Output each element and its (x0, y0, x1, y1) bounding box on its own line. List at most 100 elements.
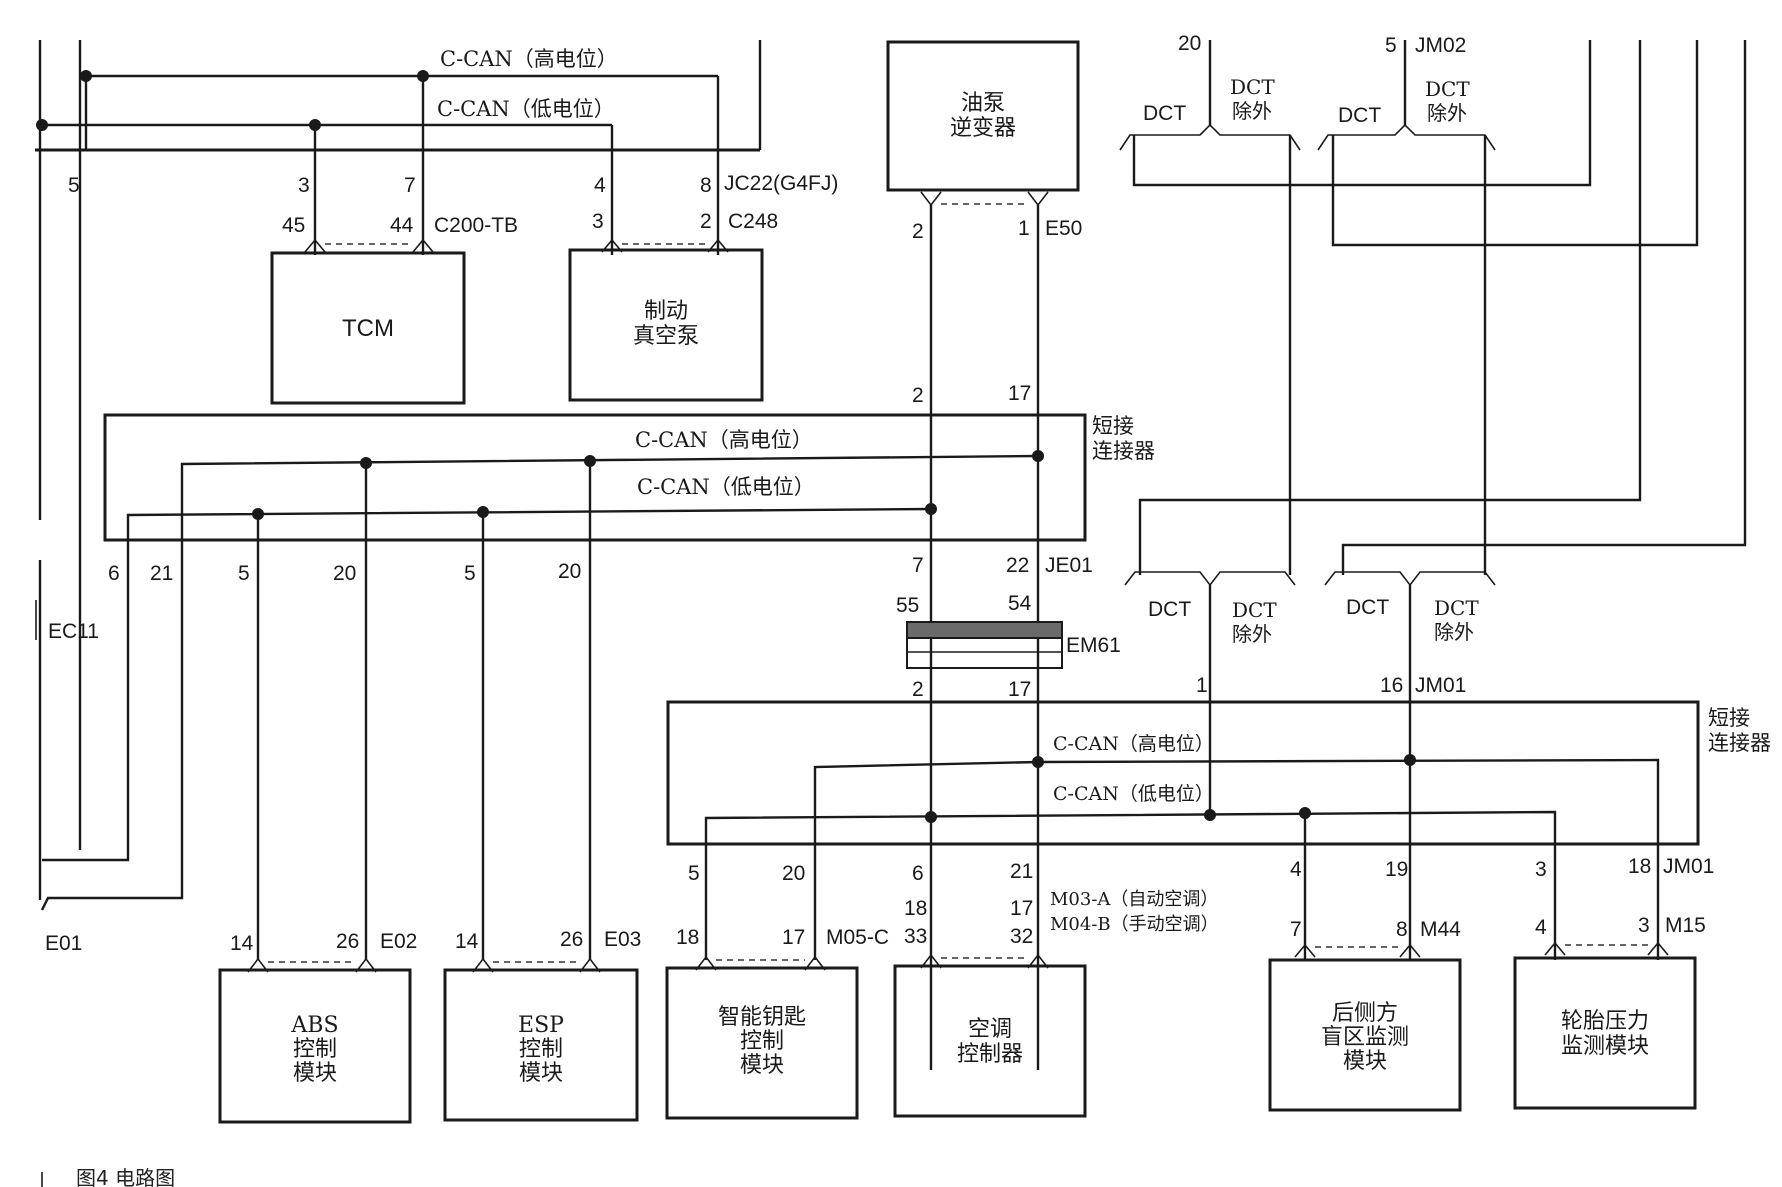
pin-label: 3 (1535, 858, 1547, 881)
dct-except-label-1: DCT (1232, 598, 1277, 622)
connector-e03: E03 (604, 928, 641, 951)
pin-label: 14 (455, 930, 479, 953)
right-route (1331, 40, 1699, 247)
pin-label: 2 (912, 384, 924, 407)
connector-em61: EM61 (1066, 634, 1121, 657)
dct-except-label-1: DCT (1434, 596, 1479, 620)
ac-pin-cap (920, 953, 942, 969)
upper-ccan-high-label: C-CAN（高电位） (635, 428, 813, 452)
pin-label: 18 (904, 897, 927, 920)
pin-label: 45 (282, 214, 305, 237)
dct-label: DCT (1143, 102, 1186, 125)
dct-except-label-2: 除外 (1232, 99, 1272, 123)
dct-label: DCT (1148, 598, 1191, 621)
top-ccan-low-label: C-CAN（低电位） (437, 97, 615, 121)
connector-m05c: M05-C (826, 926, 889, 949)
pin-label: 55 (896, 594, 919, 617)
oil-pump-label-1: 油泵 (961, 91, 1005, 116)
upper-ccan-low-label: C-CAN（低电位） (637, 475, 815, 499)
pin-label: 16 (1380, 674, 1403, 697)
dct-except-label-1: DCT (1230, 75, 1275, 99)
short-connector-label-2: 连接器 (1708, 731, 1771, 755)
dct-split (1317, 123, 1496, 151)
pin-label: 5 (238, 562, 250, 585)
ac-controller-module (893, 964, 1087, 1118)
vacuum-pin-cap (601, 238, 623, 253)
pin-label: 8 (1396, 918, 1408, 941)
oil-pump-pin-cap (920, 191, 942, 207)
right-route (1132, 40, 1592, 187)
key-pin-cap (804, 955, 826, 971)
tpms-pin-cap (1647, 941, 1669, 956)
em61-connector-body (906, 637, 1063, 669)
pin-label: 2 (912, 220, 924, 243)
bsd-pin-cap (1399, 943, 1421, 958)
pin-label: 14 (230, 932, 254, 955)
dct-split (1324, 571, 1496, 587)
upper-ccan-low-wire (126, 507, 932, 575)
junction-dot (925, 811, 937, 823)
e01-wire-a (42, 575, 130, 862)
ac-label-2: 控制器 (957, 1042, 1023, 1067)
smart-key-module (665, 966, 859, 1120)
vacuum-pump-module (568, 248, 764, 402)
pin-label: 18 (1628, 855, 1651, 878)
pin-label: 20 (782, 862, 805, 885)
connector-m03a: M03-A（自动空调） (1050, 889, 1218, 910)
connector-m44: M44 (1420, 918, 1461, 941)
short-connector-lower (666, 700, 1700, 846)
lower-ccan-high-label: C-CAN（高电位） (1053, 733, 1214, 755)
tcm-pin-cap (304, 238, 326, 253)
pin-label: 20 (558, 560, 581, 583)
tcm-module (270, 251, 466, 405)
smart-key-label-3: 模块 (740, 1053, 784, 1078)
tpms-label-2: 监测模块 (1561, 1034, 1649, 1059)
ac-label-1: 空调 (968, 1017, 1012, 1042)
connector-jm01-bottom: JM01 (1663, 855, 1714, 878)
pin-label: 20 (333, 562, 356, 585)
esp-label-2: 控制 (519, 1037, 563, 1062)
upper-ccan-high-wire (180, 454, 1039, 575)
pin-label: 18 (676, 926, 699, 949)
pin-label: 6 (912, 862, 924, 885)
vacuum-pump-label-2: 真空泵 (633, 324, 699, 349)
pin-label: 32 (1010, 925, 1033, 948)
bsd-label-2: 盲区监测 (1321, 1025, 1409, 1050)
pin-label: 3 (298, 174, 310, 197)
short-connector-label-1: 短接 (1708, 706, 1750, 730)
smart-key-label-2: 控制 (740, 1029, 784, 1054)
dct-label: DCT (1346, 596, 1389, 619)
pin-label: 20 (1178, 32, 1201, 55)
em61-connector (906, 621, 1063, 639)
junction-dot (36, 119, 48, 131)
lower-ccan-low-wire (704, 810, 1557, 960)
pin-label: 6 (108, 562, 120, 585)
pin-label: 17 (1008, 678, 1031, 701)
connector-m15: M15 (1665, 914, 1706, 937)
esp-module (443, 968, 639, 1122)
connector-je01: JE01 (1045, 554, 1093, 577)
dct-split (1119, 123, 1301, 151)
pin-label: 54 (1008, 592, 1032, 615)
esp-label-3: 模块 (519, 1061, 563, 1086)
junction-dot (1404, 754, 1416, 766)
pin-label: 4 (594, 174, 606, 197)
pin-label: 33 (904, 925, 927, 948)
right-route (1341, 40, 1747, 575)
pin-label: 44 (390, 214, 414, 237)
pin-label: 7 (404, 174, 416, 197)
pin-label: 5 (68, 174, 80, 197)
pin-label: 7 (912, 554, 924, 577)
pin-label: 4 (1290, 858, 1302, 881)
vacuum-pump-label-1: 制动 (644, 299, 688, 324)
dct-except-label-2: 除外 (1434, 620, 1474, 644)
junction-dot (80, 70, 92, 82)
right-route (1138, 40, 1642, 575)
pin-label: 4 (1535, 916, 1547, 939)
abs-label-2: 控制 (293, 1037, 337, 1062)
pin-label: 1 (1196, 674, 1208, 697)
pin-label: 17 (782, 926, 805, 949)
tpms-module (1513, 956, 1697, 1110)
oil-pump-inverter-module (886, 40, 1080, 192)
connector-jm02: JM02 (1415, 34, 1466, 57)
